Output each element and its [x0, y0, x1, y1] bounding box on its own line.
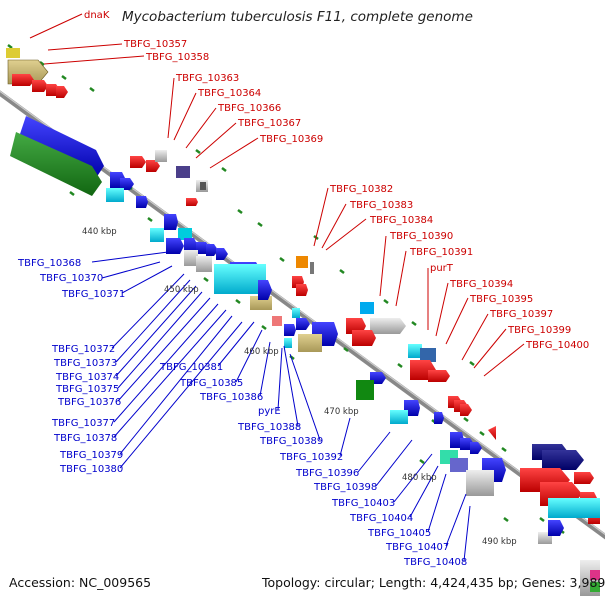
label-TBFG_10404: TBFG_10404 [349, 513, 413, 524]
scale-label-440: 440 kbp [82, 227, 117, 237]
gene-TBFG_10363 [155, 150, 167, 162]
label-TBFG_10368: TBFG_10368 [17, 258, 81, 269]
label-TBFG_10381: TBFG_10381 [159, 362, 223, 373]
topology-text: Topology: circular; Length: 4,424,435 bp… [262, 575, 605, 590]
gene-TBFG_10391 [408, 344, 422, 358]
genome-title-text: Mycobacterium tuberculosis F11, complete… [122, 9, 473, 25]
label-TBFG_10394: TBFG_10394 [449, 279, 513, 290]
gene-TBFG_10396 [390, 410, 408, 424]
scale-labels: 440 kbp 450 kbp 460 kbp 470 kbp 480 kbp … [82, 227, 517, 547]
label-TBFG_10403: TBFG_10403 [331, 498, 395, 509]
gene-TBFG_10408 [466, 470, 494, 496]
label-TBFG_10370: TBFG_10370 [39, 273, 103, 284]
gene-TBFG_10370 [150, 228, 164, 242]
label-TBFG_10382: TBFG_10382 [329, 184, 393, 195]
label-purT: purT [430, 263, 454, 274]
label-TBFG_10392: TBFG_10392 [279, 452, 343, 463]
gene-TBFG_10392 [356, 380, 374, 400]
label-TBFG_10397: TBFG_10397 [489, 309, 553, 320]
label-TBFG_10378: TBFG_10378 [53, 433, 117, 444]
gene-TBFG_10390 [370, 318, 406, 334]
label-TBFG_10385: TBFG_10385 [179, 378, 243, 389]
label-TBFG_10396: TBFG_10396 [295, 468, 359, 479]
top-label-leaders [29, 13, 525, 377]
gene-TBFG_10366 [176, 166, 190, 178]
label-TBFG_10407: TBFG_10407 [385, 542, 449, 553]
gene-TBFG_10368 [164, 214, 178, 230]
bottom-label-leaders [91, 251, 471, 562]
label-TBFG_10399: TBFG_10399 [507, 325, 571, 336]
label-TBFG_10386: TBFG_10386 [199, 392, 263, 403]
label-TBFG_10369: TBFG_10369 [259, 134, 323, 145]
scale-label-480: 480 kbp [402, 473, 437, 483]
label-TBFG_10379: TBFG_10379 [59, 450, 123, 461]
gene-pyrE [298, 334, 322, 352]
label-TBFG_10391: TBFG_10391 [409, 247, 473, 258]
gene-TBFG_10381 [272, 316, 282, 326]
label-TBFG_10408: TBFG_10408 [403, 557, 467, 568]
label-pyrE: pyrE [258, 406, 281, 417]
gene-TBFG_10358-arrow [12, 74, 34, 86]
gene-TBFG_10400 [488, 426, 496, 440]
label-TBFG_10358: TBFG_10358 [145, 52, 209, 63]
label-TBFG_10400: TBFG_10400 [525, 340, 589, 351]
top-labels: dnaK TBFG_10357 TBFG_10358 TBFG_10363 TB… [84, 10, 589, 351]
gene-TBFG_10357 [6, 48, 20, 58]
bottom-strand-genes[interactable] [10, 116, 600, 596]
gene-TBFG_10382 [296, 256, 308, 268]
label-TBFG_10375: TBFG_10375 [55, 384, 119, 395]
label-TBFG_10357: TBFG_10357 [123, 39, 187, 50]
label-TBFG_10366: TBFG_10366 [217, 103, 281, 114]
accession-text: Accession: NC_009565 [9, 575, 152, 590]
label-TBFG_10380: TBFG_10380 [59, 464, 123, 475]
label-TBFG_10398: TBFG_10398 [313, 482, 377, 493]
label-TBFG_10388: TBFG_10388 [237, 422, 301, 433]
label-dnaK: dnaK [84, 10, 110, 21]
scale-label-470: 470 kbp [324, 407, 359, 417]
gene-TBFG_10369 [186, 198, 198, 206]
scale-label-450: 450 kbp [164, 285, 199, 295]
label-TBFG_10377: TBFG_10377 [51, 418, 115, 429]
label-TBFG_10389: TBFG_10389 [259, 436, 323, 447]
label-TBFG_10405: TBFG_10405 [367, 528, 431, 539]
label-TBFG_10395: TBFG_10395 [469, 294, 533, 305]
bottom-labels: TBFG_10368 TBFG_10370 TBFG_10371 TBFG_10… [17, 258, 467, 568]
label-TBFG_10374: TBFG_10374 [55, 372, 119, 383]
label-TBFG_10372: TBFG_10372 [51, 344, 115, 355]
label-TBFG_10390: TBFG_10390 [389, 231, 453, 242]
scale-label-460: 460 kbp [244, 347, 279, 357]
label-TBFG_10367: TBFG_10367 [237, 118, 301, 129]
label-TBFG_10373: TBFG_10373 [53, 358, 117, 369]
label-TBFG_10364: TBFG_10364 [197, 88, 261, 99]
label-TBFG_10371: TBFG_10371 [61, 289, 125, 300]
label-TBFG_10376: TBFG_10376 [57, 397, 121, 408]
scale-label-490: 490 kbp [482, 537, 517, 547]
label-TBFG_10383: TBFG_10383 [349, 200, 413, 211]
gene-TBFG_10384 [360, 302, 374, 314]
label-TBFG_10384: TBFG_10384 [369, 215, 433, 226]
gene-TBFG_10372 [214, 264, 266, 294]
label-TBFG_10363: TBFG_10363 [175, 73, 239, 84]
